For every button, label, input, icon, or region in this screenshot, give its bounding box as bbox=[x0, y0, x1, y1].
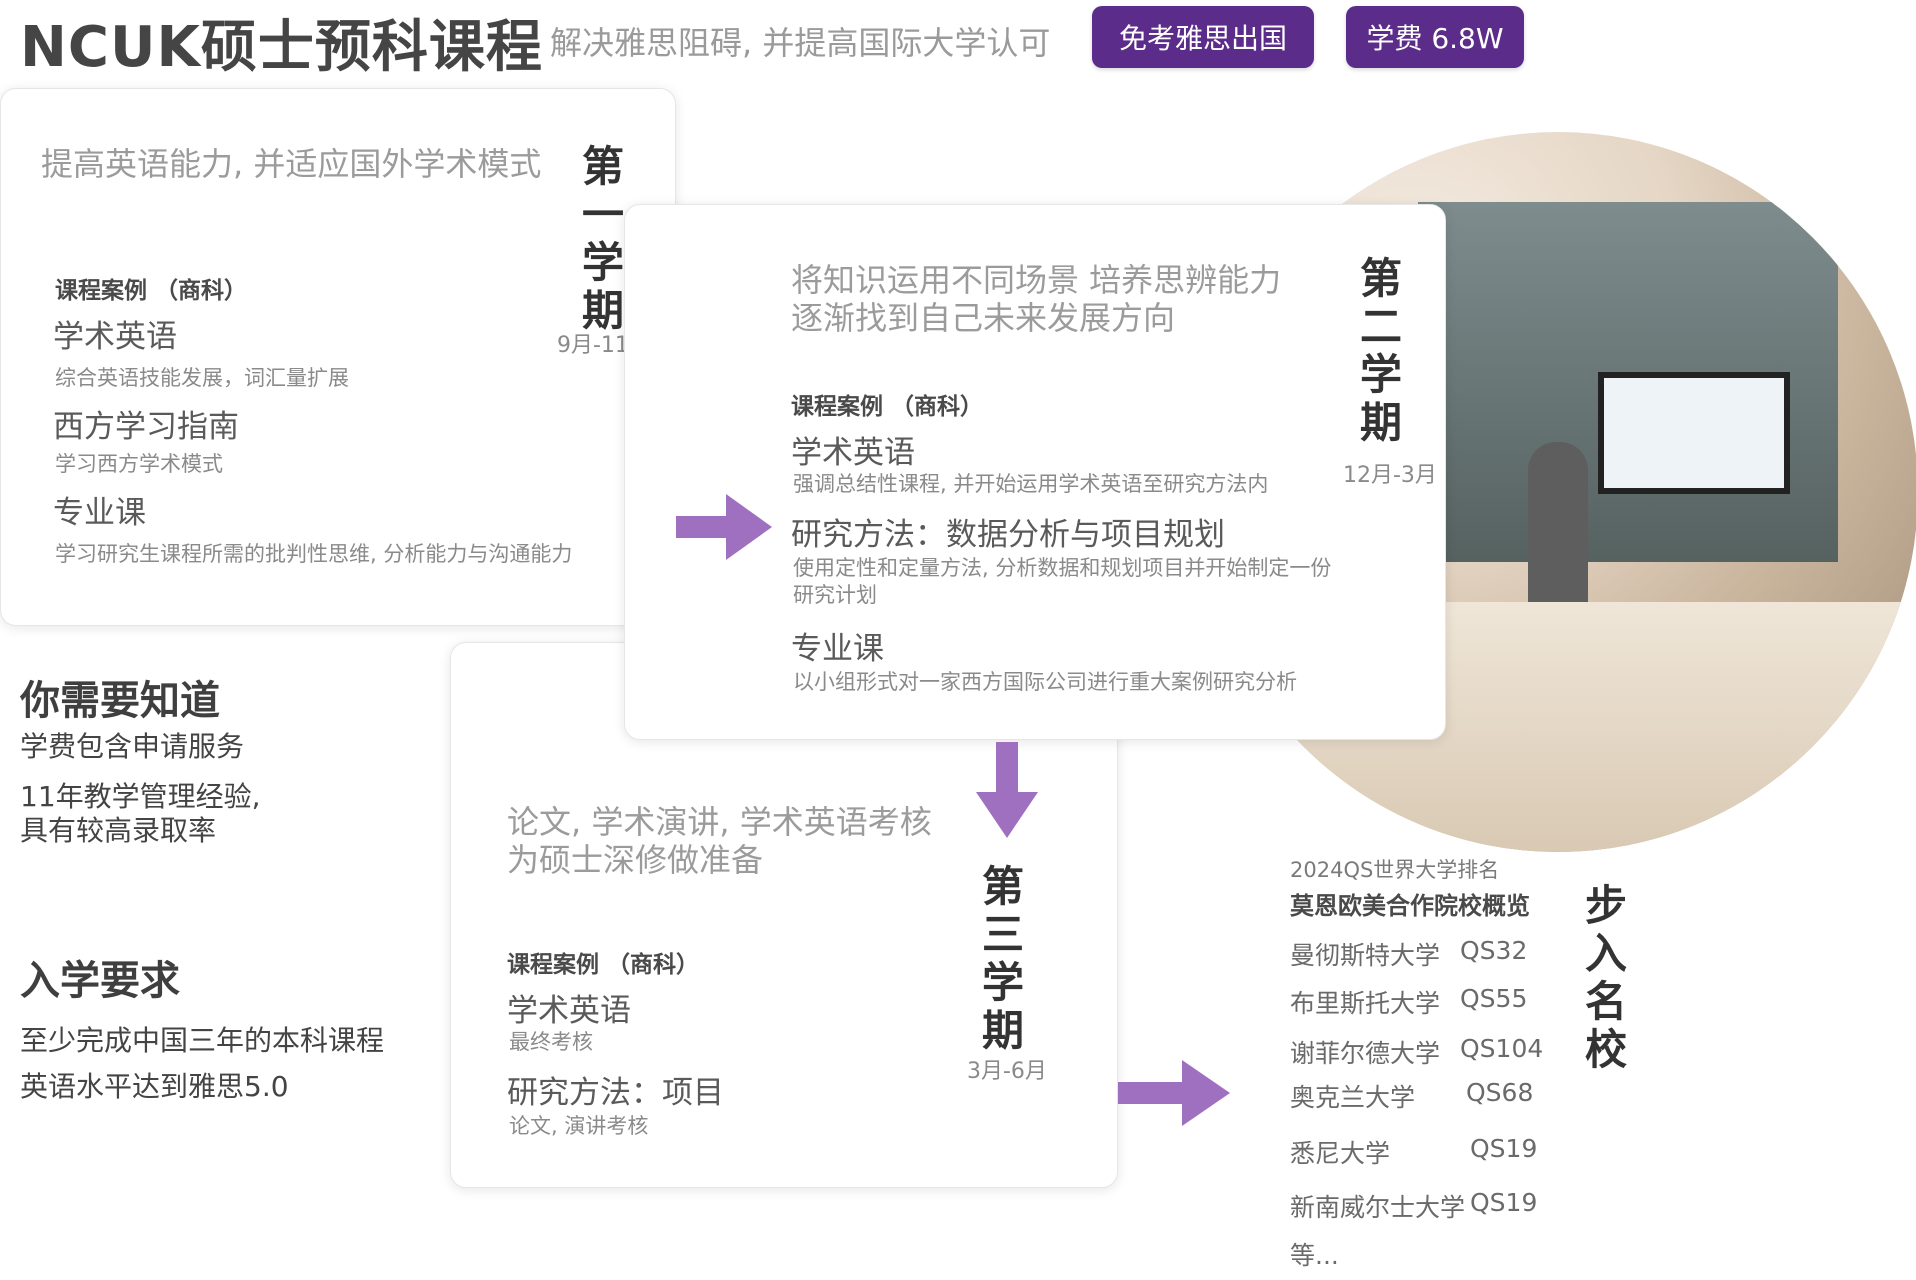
term-1-course-2: 西方学习指南 bbox=[53, 409, 239, 445]
term-2-course-3-desc: 以小组形式对一家西方国际公司进行重大案例研究分析 bbox=[793, 670, 1297, 694]
term-1-case-heading: 课程案例 （商科） bbox=[55, 278, 248, 304]
term-2-lead-2: 逐渐找到自己未来发展方向 bbox=[791, 299, 1176, 337]
requirement-item-2: 英语水平达到雅思5.0 bbox=[20, 1070, 289, 1103]
badge-no-ielts[interactable]: 免考雅思出国 bbox=[1092, 6, 1314, 68]
schools-etc: 等... bbox=[1290, 1241, 1339, 1270]
term-2-course-1: 学术英语 bbox=[791, 435, 915, 471]
term-1-course-1: 学术英语 bbox=[53, 319, 177, 355]
term-2-case-heading: 课程案例 （商科） bbox=[791, 394, 984, 420]
term-3-course-2-desc: 论文, 演讲考核 bbox=[509, 1114, 649, 1138]
term-2-lead-1: 将知识运用不同场景 培养思辨能力 bbox=[791, 261, 1282, 299]
school-name: 奥克兰大学 bbox=[1290, 1083, 1416, 1112]
school-name: 曼彻斯特大学 bbox=[1290, 941, 1441, 970]
schools-heading: 莫恩欧美合作院校概览 bbox=[1290, 892, 1530, 920]
term-3-lead-1: 论文, 学术演讲, 学术英语考核 bbox=[507, 803, 932, 841]
know-item-1: 学费包含申请服务 bbox=[20, 730, 245, 763]
school-qs: QS55 bbox=[1460, 984, 1528, 1013]
term-2-course-2: 研究方法：数据分析与项目规划 bbox=[791, 517, 1225, 553]
arrow-right-icon bbox=[676, 494, 772, 560]
display-screen-shape bbox=[1598, 372, 1790, 494]
page-title: NCUK硕士预科课程 bbox=[20, 15, 543, 80]
qs-caption: 2024QS世界大学排名 bbox=[1290, 858, 1500, 882]
page-subtitle: 解决雅思阻碍, 并提高国际大学认可 bbox=[550, 24, 1051, 62]
term-1-course-2-desc: 学习西方学术模式 bbox=[55, 452, 223, 476]
term-3-date: 3月-6月 bbox=[967, 1059, 1047, 1084]
term-2-course-2-desc: 使用定性和定量方法, 分析数据和规划项目并开始制定一份研究计划 bbox=[793, 556, 1332, 607]
term-2-course-3: 专业课 bbox=[791, 631, 884, 667]
school-name: 谢菲尔德大学 bbox=[1290, 1039, 1441, 1068]
term-1-course-3: 专业课 bbox=[53, 495, 146, 531]
arrow-right-icon bbox=[1118, 1060, 1230, 1126]
term-1-course-3-desc: 学习研究生课程所需的批判性思维, 分析能力与沟通能力 bbox=[55, 542, 573, 566]
school-qs: QS32 bbox=[1460, 936, 1528, 965]
school-qs: QS68 bbox=[1466, 1078, 1534, 1107]
term-3-course-2: 研究方法：项目 bbox=[507, 1075, 724, 1111]
know-item-2: 11年教学管理经验, bbox=[20, 780, 261, 813]
term-1-label: 第一学期 bbox=[581, 142, 624, 335]
term-3-case-heading: 课程案例 （商科） bbox=[507, 952, 700, 978]
term-3-label: 第三学期 bbox=[981, 862, 1024, 1055]
requirement-heading: 入学要求 bbox=[20, 958, 180, 1004]
school-name: 悉尼大学 bbox=[1290, 1139, 1391, 1168]
badge-tuition[interactable]: 学费 6.8W bbox=[1346, 6, 1524, 68]
term-3-course-1-desc: 最终考核 bbox=[509, 1030, 593, 1054]
schools-vertical-label: 步入名校 bbox=[1584, 881, 1627, 1074]
know-heading: 你需要知道 bbox=[20, 678, 220, 724]
term-2-date: 12月-3月 bbox=[1343, 463, 1437, 488]
arrow-down-icon bbox=[976, 742, 1038, 838]
school-name: 布里斯托大学 bbox=[1290, 989, 1441, 1018]
school-qs: QS19 bbox=[1470, 1134, 1538, 1163]
school-qs: QS104 bbox=[1460, 1034, 1544, 1063]
term-2-label: 第二学期 bbox=[1359, 254, 1402, 447]
know-item-3: 具有较高录取率 bbox=[20, 814, 217, 847]
school-qs: QS19 bbox=[1470, 1188, 1538, 1217]
term-1-course-1-desc: 综合英语技能发展，词汇量扩展 bbox=[55, 366, 349, 390]
term-3-course-1: 学术英语 bbox=[507, 993, 631, 1029]
term-1-card: 提高英语能力, 并适应国外学术模式 课程案例 （商科） 学术英语 综合英语技能发… bbox=[0, 88, 676, 626]
term-2-card: 将知识运用不同场景 培养思辨能力 逐渐找到自己未来发展方向 课程案例 （商科） … bbox=[624, 204, 1446, 740]
term-1-lead: 提高英语能力, 并适应国外学术模式 bbox=[41, 145, 542, 183]
term-2-course-1-desc: 强调总结性课程, 并开始运用学术英语至研究方法内 bbox=[793, 472, 1269, 496]
requirement-item-1: 至少完成中国三年的本科课程 bbox=[20, 1024, 385, 1057]
term-3-lead-2: 为硕士深修做准备 bbox=[507, 841, 764, 879]
school-name: 新南威尔士大学 bbox=[1290, 1193, 1466, 1222]
